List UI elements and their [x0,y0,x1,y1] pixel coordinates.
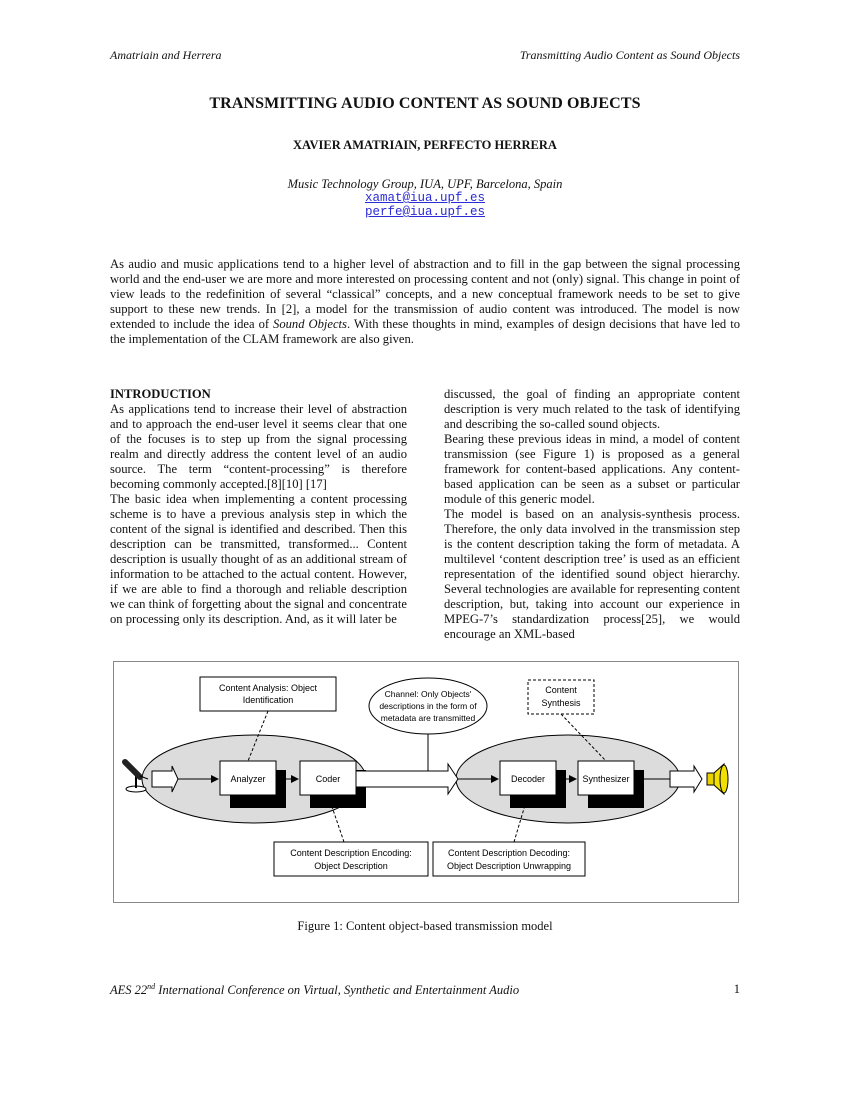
paper-title: TRANSMITTING AUDIO CONTENT AS SOUND OBJE… [209,95,641,112]
coder-label: Coder [316,774,341,784]
transmission-model-diagram: Analyzer Coder Decoder Synthesizer Conte… [122,676,729,877]
abstract-text-1: As audio and music applications tend to … [110,257,740,331]
intro-paragraph-5: The model is based on an analysis-synthe… [444,507,740,641]
content-synthesis-box [527,679,595,715]
abstract-text-2: . With these thoughts in mind, examples … [110,317,740,346]
coder-block [299,760,357,796]
figure-caption: Figure 1: Content object-based transmiss… [297,919,553,933]
microphone-icon [122,759,149,793]
speaker-icon [706,762,729,796]
content-analysis-line-1: Content Analysis: Object [219,683,318,693]
footer-prefix: AES 22 [110,983,148,998]
synthesis-callout-line [560,713,607,762]
intro-paragraph-1: As applications tend to increase their l… [110,402,407,491]
footer-superscript: nd [147,982,156,991]
channel-bubble-line-3: metadata are transmitted [381,713,476,723]
synthesizer-label: Synthesizer [582,774,629,784]
page-number: 1 [733,982,740,996]
section-heading-introduction: INTRODUCTION [110,387,211,401]
abstract-italic: Sound Objects [273,317,347,331]
intro-paragraph-4: Bearing these previous ideas in mind, a … [444,432,740,506]
encoding-box [273,841,429,877]
right-column: discussed, the goal of finding an approp… [444,387,740,642]
channel-arrow [355,762,459,796]
output-arrow [669,764,703,794]
intro-paragraph-2: The basic idea when implementing a conte… [110,492,407,626]
decoding-line-2: Object Description Unwrapping [447,861,571,871]
analyzer-block [219,760,277,796]
content-analysis-line-2: Identification [243,695,294,705]
input-arrow [151,765,179,793]
author-list: XAVIER AMATRIAIN, PERFECTO HERRERA [293,138,557,152]
decoder-block [499,760,557,796]
encoding-callout-line [327,794,345,843]
decoding-box [432,841,586,877]
figure-frame: Analyzer Coder Decoder Synthesizer Conte… [113,661,739,903]
decoder-label: Decoder [511,774,545,784]
channel-bubble-line-1: Channel: Only Objects' [385,689,472,699]
content-analysis-box [199,676,337,712]
footer-suffix: International Conference on Virtual, Syn… [155,983,520,998]
analyzer-label: Analyzer [230,774,265,784]
left-column: INTRODUCTION As applications tend to inc… [110,387,407,627]
content-synthesis-line-1: Content [545,685,577,695]
analysis-callout-line [247,710,269,762]
synthesizer-block [577,760,635,796]
intro-paragraph-3: discussed, the goal of finding an approp… [444,387,740,431]
abstract: As audio and music applications tend to … [110,257,740,347]
encoding-line-2: Object Description [314,861,388,871]
encoding-line-1: Content Description Encoding: [290,848,412,858]
running-header-authors: Amatriain and Herrera [110,48,222,62]
channel-bubble-line-2: descriptions in the form of [379,701,477,711]
running-header-title: Transmitting Audio Content as Sound Obje… [519,48,740,62]
email-link-2[interactable]: perfe@iua.upf.es [364,205,486,219]
affiliation: Music Technology Group, IUA, UPF, Barcel… [287,177,563,191]
decoding-line-1: Content Description Decoding: [448,848,570,858]
email-link-1[interactable]: xamat@iua.upf.es [364,191,486,205]
decoding-callout-line [513,794,529,843]
footer-conference: AES 22nd International Conference on Vir… [110,982,519,998]
content-synthesis-line-2: Synthesis [541,698,581,708]
